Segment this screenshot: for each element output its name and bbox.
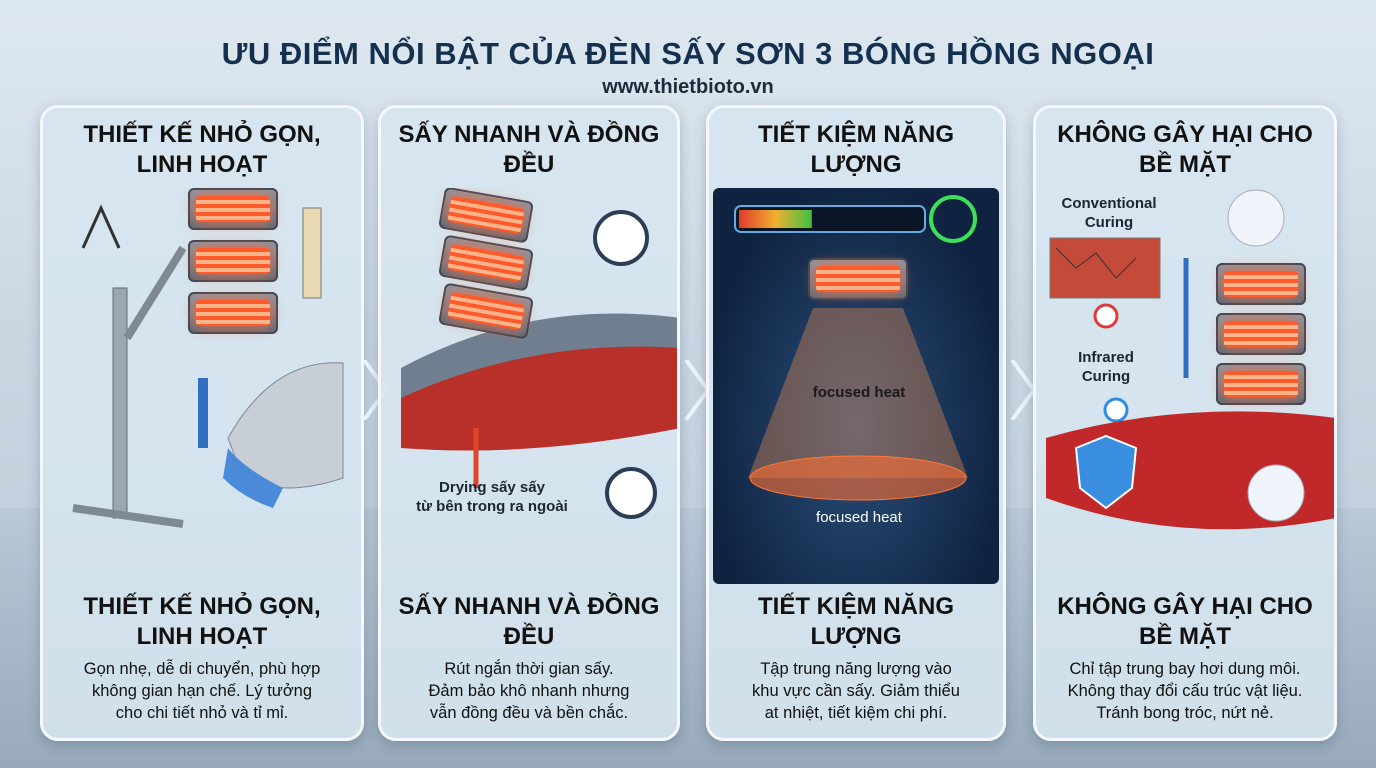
heat-cone [748,308,968,478]
car-hood [401,313,677,398]
card-title: THIẾT KẾ NHỎ GỌN, LINH HOẠT [83,121,321,178]
drying-label: Drying sấy sấy [439,479,545,496]
card-bottom-title: SẤY NHANH VÀ ĐỒNG ĐỀU [398,593,660,650]
compass-icon [81,204,121,249]
infrared-bulb [188,188,278,230]
drying-sublabel: từ bên trong ra ngoài [416,498,568,515]
card-compact-design: THIẾT KẾ NHỎ GỌN, LINH HOẠT THIẾT KẾ NHỎ… [40,105,364,741]
drying-illustration: Drying sấy sấy từ bên trong ra ngoài [381,188,677,584]
molecule-icon [1247,464,1305,522]
lamp-stand-illustration [43,188,361,584]
infrared-bulb [188,292,278,334]
card-description: Gọn nhẹ, dễ di chuyển, phù hợp không gia… [83,660,321,722]
card-title: SẤY NHANH VÀ ĐỒNG ĐỀU [398,121,660,178]
focused-heat-caption: focused heat [816,509,902,526]
card-description: Chỉ tập trung bay hơi dung môi. Không th… [1067,660,1303,722]
card-description: Tập trung năng lượng vào khu vực cần sấy… [752,660,960,722]
card-title: TIẾT KIỆM NĂNG LƯỢNG [758,121,954,178]
card-surface-safe: KHÔNG GÂY HẠI CHO BỀ MẶT Conventional Cu… [1033,105,1337,741]
cracked-paint [1049,237,1161,299]
cross-icon [1093,303,1119,329]
infrared-bulb [1216,263,1306,305]
ruler-icon [302,207,322,299]
check-icon [1103,397,1129,423]
infrared-bulb [1216,363,1306,405]
focused-heat-label: focused heat [812,384,906,401]
stopwatch-icon [593,210,649,266]
stopwatch-icon [605,467,657,519]
infrared-bulb [1216,313,1306,355]
energy-bar-fill [739,210,812,228]
shield-icon [1074,434,1138,510]
infrared-bulb [188,240,278,282]
focused-heat-panel: focused heat focused heat [713,188,999,584]
infrared-bulb [808,258,908,300]
card-energy-saving: TIẾT KIỆM NĂNG LƯỢNG focused heat focuse… [706,105,1006,741]
energy-illustration: focused heat focused heat [709,188,1003,584]
glove [223,448,283,508]
card-title: KHÔNG GÂY HẠI CHO BỀ MẶT [1057,121,1313,178]
conventional-curing-label: Conventional Curing [1061,195,1157,231]
plug-icon [929,195,977,243]
card-bottom-title: KHÔNG GÂY HẠI CHO BỀ MẶT [1057,593,1313,650]
molecule-icon [1227,189,1285,247]
curing-comparison-illustration: Conventional Curing Infrared Curing [1036,188,1334,584]
card-fast-drying: SẤY NHANH VÀ ĐỒNG ĐỀU Drying sấy sấy từ … [378,105,680,741]
card-bottom-title: TIẾT KIỆM NĂNG LƯỢNG [758,593,954,650]
website-url: www.thietbioto.vn [602,76,774,98]
page-title: ƯU ĐIỂM NỔI BẬT CỦA ĐÈN SẤY SƠN 3 BÓNG H… [221,36,1155,71]
infrared-curing-label: Infrared Curing [1078,349,1134,385]
lamp-stand-icon [72,204,344,528]
card-description: Rút ngắn thời gian sấy. Đảm bảo khô nhan… [428,660,630,722]
card-bottom-title: THIẾT KẾ NHỎ GỌN, LINH HOẠT [83,593,321,650]
